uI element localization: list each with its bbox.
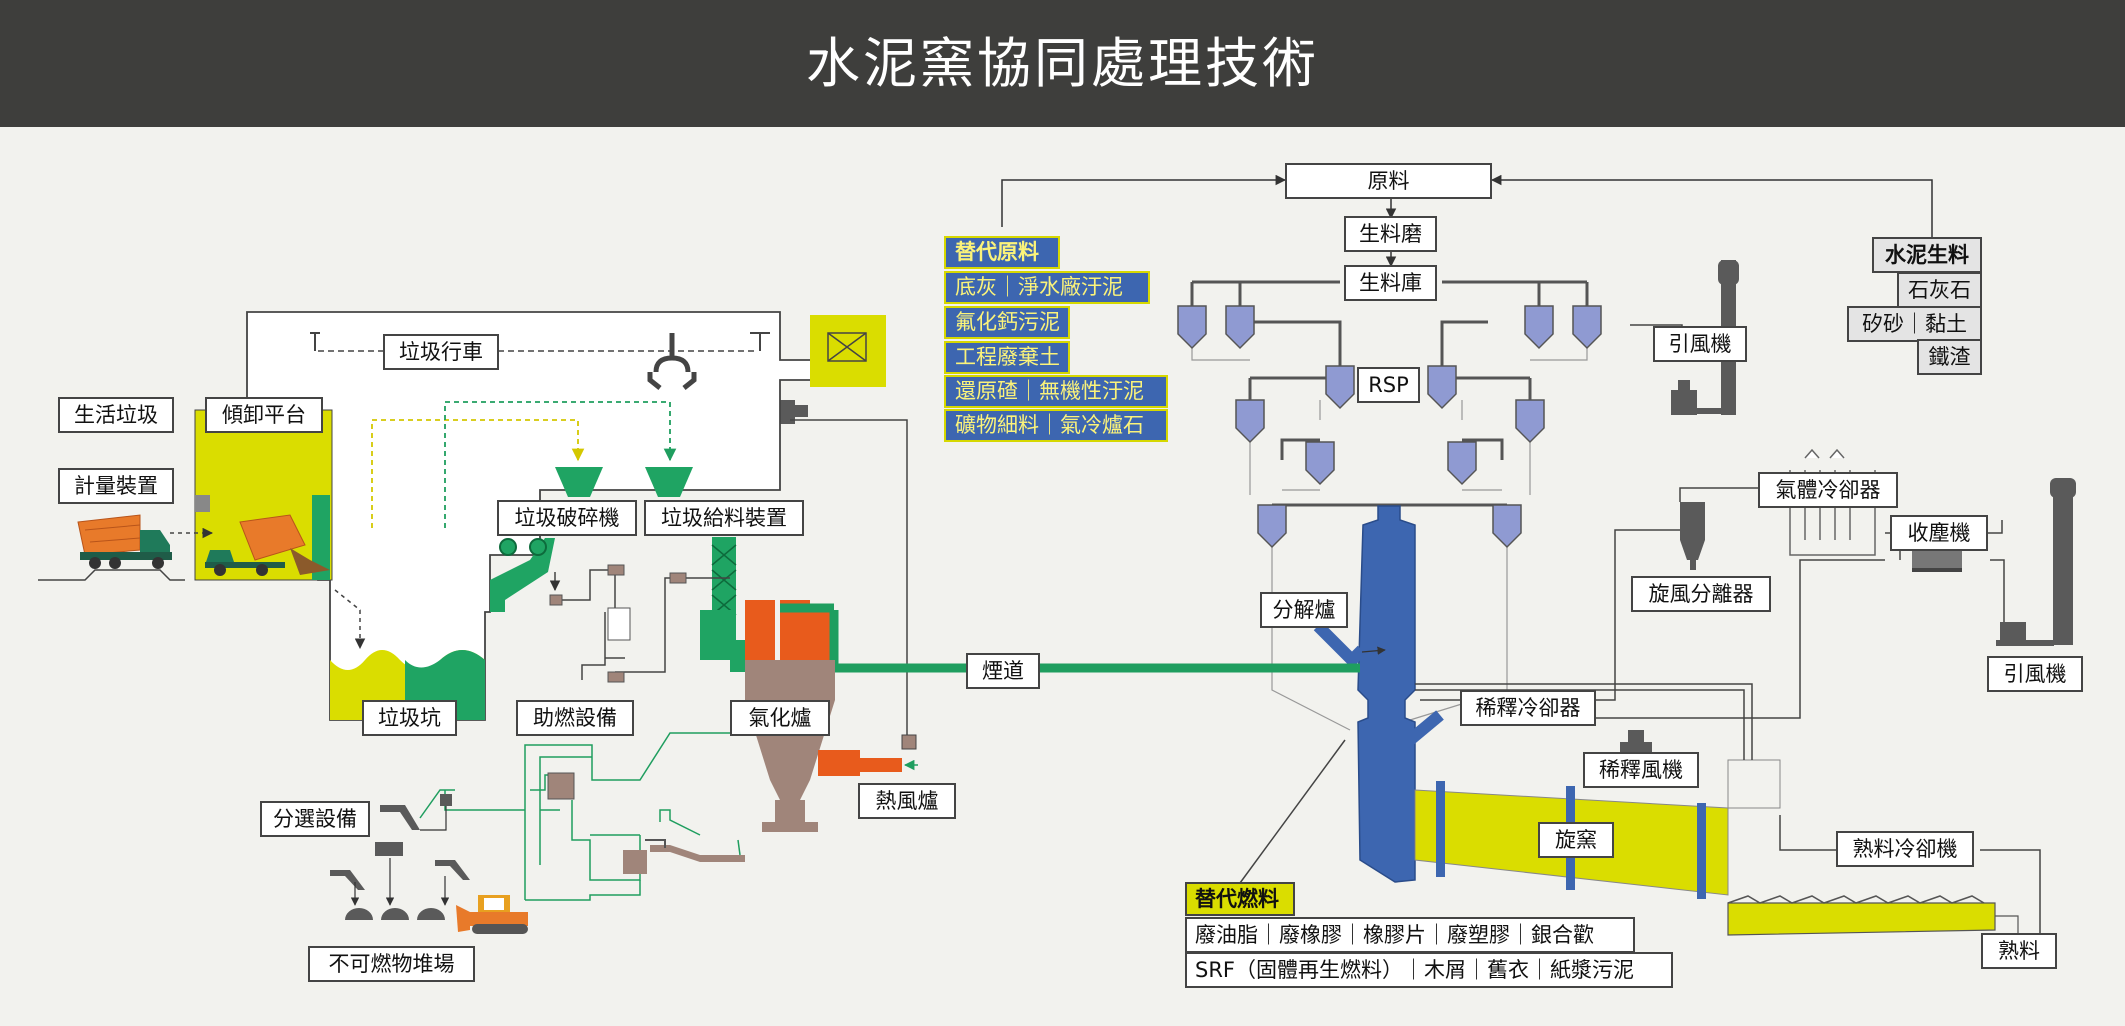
alt-raw-item: 礦物細料｜氣冷爐石 <box>944 409 1168 442</box>
cyclones <box>1177 305 1602 549</box>
alt-raw-item: 還原碴｜無機性汙泥 <box>944 375 1168 408</box>
clinker-cooler-label: 熟料冷卻機 <box>1836 831 1974 867</box>
crane-grab <box>647 333 697 390</box>
dilution-fan-label: 稀釋風機 <box>1583 752 1699 788</box>
alt-raw-item: 底灰｜淨水廠汙泥 <box>944 271 1150 304</box>
alt-raw-item: 氟化鈣污泥 <box>944 306 1070 339</box>
cement-raw-item: 石灰石 <box>1897 272 1982 308</box>
weighing-device-label: 計量裝置 <box>58 468 174 504</box>
sorting-lines <box>350 806 450 906</box>
cement-raw-title: 水泥生料 <box>1872 237 1982 273</box>
sorting-label: 分選設備 <box>260 801 370 837</box>
crane-paths <box>371 401 677 528</box>
induced-fan-top-label: 引風機 <box>1653 326 1747 362</box>
garbage-crane-label: 垃圾行車 <box>383 334 499 370</box>
alt-fuel-title: 替代燃料 <box>1185 882 1295 916</box>
crusher-label: 垃圾破碎機 <box>497 500 637 536</box>
clinker-label: 熟料 <box>1981 933 2057 969</box>
cyclone-separator-label: 旋風分離器 <box>1631 576 1771 612</box>
bulldozer <box>456 895 528 934</box>
alt-raw-item: 工程廢棄土 <box>944 341 1070 374</box>
dumping-platform-label: 傾卸平台 <box>205 397 323 433</box>
rsp-label: RSP <box>1357 367 1420 403</box>
feeder-label: 垃圾給料裝置 <box>644 500 804 536</box>
raw-silo-label: 生料庫 <box>1344 265 1437 301</box>
sorting-equipment <box>330 772 745 920</box>
alt-raw-title: 替代原料 <box>944 236 1060 269</box>
raw-material-lines <box>1001 174 1933 268</box>
dust-collector-label: 收塵機 <box>1890 515 1988 551</box>
truck-paths <box>170 527 366 650</box>
calciner-label: 分解爐 <box>1260 592 1348 628</box>
alt-fuel-line2: SRF（固體再生燃料）｜木屑｜舊衣｜紙漿污泥 <box>1185 952 1673 988</box>
alt-fuel-line1: 廢油脂｜廢橡膠｜橡膠片｜廢塑膠｜銀合歡 <box>1185 917 1635 953</box>
sorting-green-lines <box>419 789 741 901</box>
garbage-truck-left <box>38 514 185 581</box>
flue-label: 煙道 <box>966 653 1040 689</box>
gasifier-label: 氣化爐 <box>730 700 830 736</box>
preheater-tower <box>1177 280 1602 883</box>
incombustible-yard-label: 不可燃物堆場 <box>308 946 475 982</box>
gas-cooler-label: 氣體冷卻器 <box>1758 472 1898 508</box>
title-bar <box>0 0 2125 127</box>
cement-raw-item: 矽砂｜黏土 <box>1847 306 1982 342</box>
induced-fan-right-label: 引風機 <box>1987 656 2083 692</box>
household-waste-label: 生活垃圾 <box>58 397 174 433</box>
machines-gray <box>780 260 2076 754</box>
cement-raw-item: 鐵渣 <box>1917 339 1982 375</box>
rotary-kiln-label: 旋窯 <box>1538 822 1614 858</box>
waste-pit-label: 垃圾坑 <box>362 700 457 736</box>
hot-air-furnace-label: 熱風爐 <box>858 783 956 819</box>
raw-mill-label: 生料磨 <box>1344 216 1437 252</box>
page-title: 水泥窯協同處理技術 <box>806 32 1319 95</box>
combustion-aid-label: 助燃設備 <box>516 700 634 736</box>
dilution-cooler-label: 稀釋冷卻器 <box>1460 690 1596 726</box>
raw-material-label: 原料 <box>1285 163 1492 199</box>
garbage-truck-right <box>205 514 330 576</box>
calciner-vessel <box>1357 505 1416 883</box>
